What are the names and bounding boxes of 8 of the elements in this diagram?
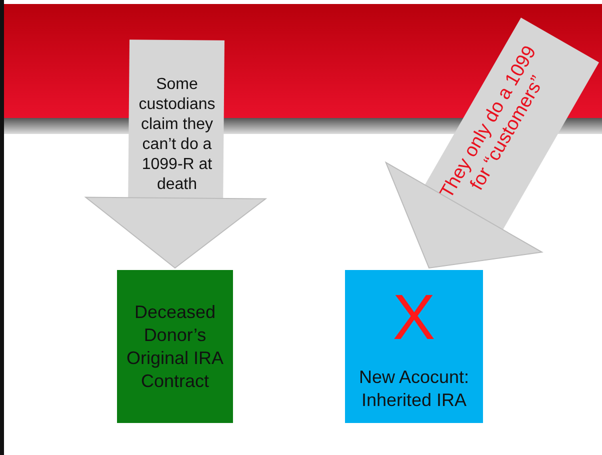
process-box	[345, 270, 483, 423]
box-text: Deceased Donor’s Original IRA Contract	[125, 300, 225, 392]
box-text: New Acocunt: Inherited IRA	[358, 366, 470, 412]
process-box	[117, 270, 233, 423]
cross-mark: X	[392, 282, 436, 352]
block-arrow	[385, 18, 600, 268]
edge-label: Some custodians claim they can’t do a 1099-R at death	[138, 75, 216, 195]
block-arrow	[85, 40, 266, 268]
